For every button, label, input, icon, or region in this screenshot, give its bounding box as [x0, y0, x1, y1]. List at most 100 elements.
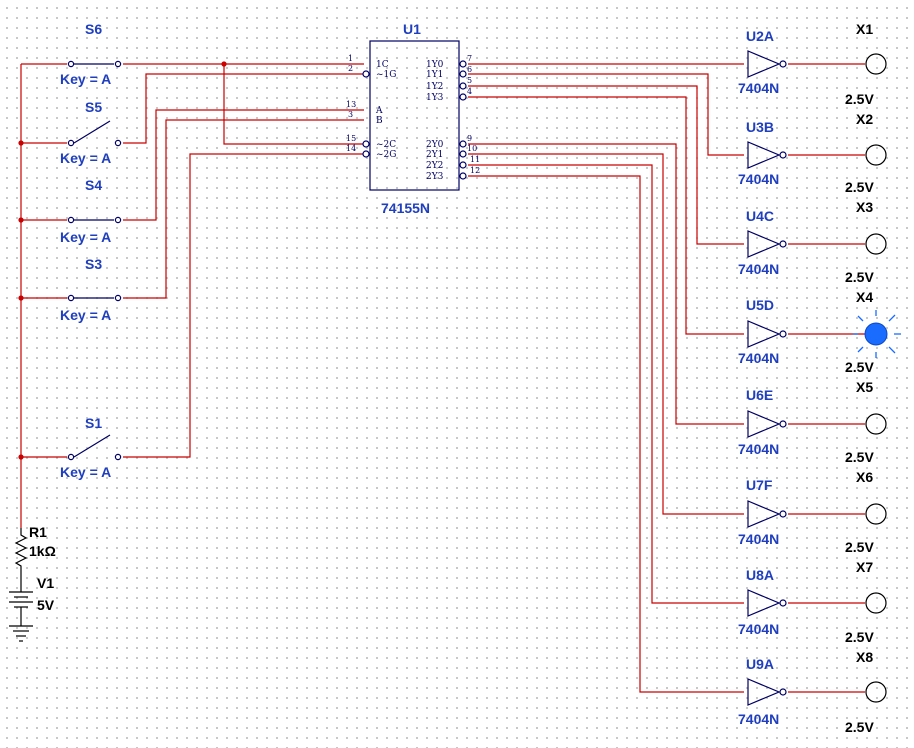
lamp-icon — [865, 144, 887, 166]
s3-output-wire — [123, 119, 364, 299]
inverter-u2a[interactable]: U2A 7404N — [738, 28, 787, 96]
switch-s3[interactable]: S3 Key = A — [60, 256, 122, 323]
lamp-x1[interactable]: X1 2.5V — [845, 21, 887, 107]
lamp-voltage-label: 2.5V — [845, 269, 874, 285]
pin-number: 15 — [346, 134, 356, 143]
lamp-x4[interactable]: X4 2.5V — [845, 289, 901, 375]
lamp-icon — [865, 592, 887, 614]
switch-contact — [67, 60, 75, 68]
lamp-x8[interactable]: X8 2.5V — [845, 649, 887, 735]
switch-ref-label: S6 — [85, 21, 102, 37]
pin-name: ~1G — [376, 70, 396, 80]
inverter-u5d[interactable]: U5D 7404N — [738, 297, 787, 366]
switch-contact — [67, 453, 75, 461]
out-1y3-wire — [468, 96, 744, 335]
lamp-icon — [864, 322, 888, 346]
switch-key-label: Key = A — [60, 71, 111, 87]
lamp-x5[interactable]: X5 2.5V — [845, 379, 887, 465]
pin-bubble — [362, 150, 370, 158]
lamp-icon — [865, 233, 887, 255]
voltage-source-v1: V1 5V — [9, 575, 55, 626]
pin-name: 2Y3 — [426, 172, 444, 182]
inverter-part-label: 7404N — [738, 80, 779, 96]
pin-bubble — [459, 150, 467, 158]
switch-s4[interactable]: S4 Key = A — [60, 177, 122, 245]
pin-name: 1Y0 — [426, 60, 444, 70]
lamp-x7[interactable]: X7 2.5V — [845, 559, 887, 645]
inverter-bubble — [779, 240, 787, 248]
pin-bubble — [459, 70, 467, 78]
pin-bubble — [362, 70, 370, 78]
pin-bubble — [459, 140, 467, 148]
inverter-bubble — [779, 599, 787, 607]
out-2y3-wire — [468, 175, 744, 693]
decoder-body — [369, 40, 460, 191]
out-1y2-wire — [468, 85, 744, 245]
inverter-u6e[interactable]: U6E 7404N — [738, 387, 787, 457]
decoder-ref-label: U1 — [403, 21, 421, 37]
ground-icon — [9, 625, 33, 642]
s6-branch-wire — [223, 64, 364, 145]
pin-number: 2 — [348, 64, 353, 73]
lamp-voltage-label: 2.5V — [845, 629, 874, 645]
pin-name: 1C — [376, 60, 389, 70]
switch-s1[interactable]: S1 Key = A — [60, 415, 122, 480]
lamp-voltage-label: 2.5V — [845, 359, 874, 375]
inverter-u8a[interactable]: U8A 7404N — [738, 567, 787, 637]
switch-contact — [114, 294, 122, 302]
switch-blade — [73, 434, 111, 458]
junction-dot — [18, 295, 24, 301]
inverter-u3b[interactable]: U3B 7404N — [738, 119, 787, 187]
lamp-voltage-label: 2.5V — [845, 91, 874, 107]
inverter-bubble — [779, 688, 787, 696]
inverter-triangle — [747, 678, 781, 706]
inverter-u9a[interactable]: U9A 7404N — [738, 656, 787, 727]
inverter-ref-label: U6E — [746, 387, 773, 403]
lamp-glow-rays — [853, 310, 901, 358]
pin-bubble — [459, 82, 467, 90]
pin-bubble — [459, 161, 467, 169]
lamp-ref-label: X3 — [856, 199, 873, 215]
inverter-part-label: 7404N — [738, 441, 779, 457]
lamp-voltage-label: 2.5V — [845, 539, 874, 555]
junction-dot — [18, 140, 24, 146]
inverter-triangle — [747, 589, 781, 617]
inverter-part-label: 7404N — [738, 621, 779, 637]
lamp-icon — [865, 413, 887, 435]
inverter-bubble — [779, 60, 787, 68]
pin-number: 7 — [467, 54, 472, 63]
lamp-x6[interactable]: X6 2.5V — [845, 469, 887, 555]
pin-number: 9 — [467, 134, 472, 143]
switch-contact — [114, 139, 122, 147]
inverter-part-label: 7404N — [738, 350, 779, 366]
lamp-icon — [865, 503, 887, 525]
inverter-ref-label: U9A — [746, 656, 774, 672]
pin-number: 4 — [467, 87, 472, 96]
switch-s6[interactable]: S6 Key = A — [60, 21, 122, 87]
resistor-zigzag — [14, 528, 28, 585]
lamp-x2[interactable]: X2 2.5V — [845, 111, 887, 195]
decoder-u1[interactable]: U1 74155N 1 1C 2 ~1G 13 A 3 B 15 ~2C 14 … — [346, 21, 480, 216]
lamp-ref-label: X8 — [856, 649, 873, 665]
pin-number: 13 — [346, 100, 356, 109]
switch-contact — [67, 139, 75, 147]
lamp-x3[interactable]: X3 2.5V — [845, 199, 887, 285]
inverter-bubble — [779, 151, 787, 159]
lamp-ref-label: X4 — [856, 289, 873, 305]
lamp-ref-label: X1 — [856, 21, 873, 37]
pin-name: 1Y2 — [426, 82, 443, 92]
inverter-triangle — [747, 230, 781, 258]
inverter-triangle — [747, 50, 781, 78]
pin-name: 2Y2 — [426, 161, 443, 171]
source-value-label: 5V — [37, 597, 55, 613]
pin-name: 2Y0 — [426, 140, 444, 150]
switch-s5[interactable]: S5 Key = A — [60, 99, 122, 166]
inverter-part-label: 7404N — [738, 171, 779, 187]
pin-number: 14 — [346, 144, 356, 153]
out-1y1-wire — [468, 73, 744, 156]
inverter-u4c[interactable]: U4C 7404N — [738, 208, 787, 277]
junction-dots — [18, 61, 227, 460]
inverter-u7f[interactable]: U7F 7404N — [738, 477, 787, 547]
switch-contact — [114, 453, 122, 461]
inverter-bubble — [779, 510, 787, 518]
